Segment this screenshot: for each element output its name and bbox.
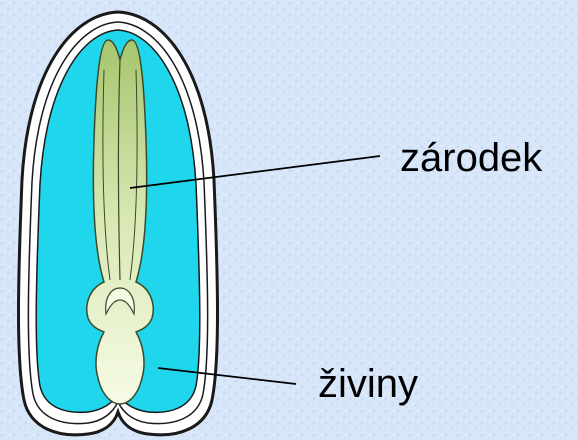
embryo bbox=[87, 40, 153, 404]
embryo-label: zárodek bbox=[400, 138, 542, 178]
nutrients-label: živiny bbox=[318, 364, 418, 404]
